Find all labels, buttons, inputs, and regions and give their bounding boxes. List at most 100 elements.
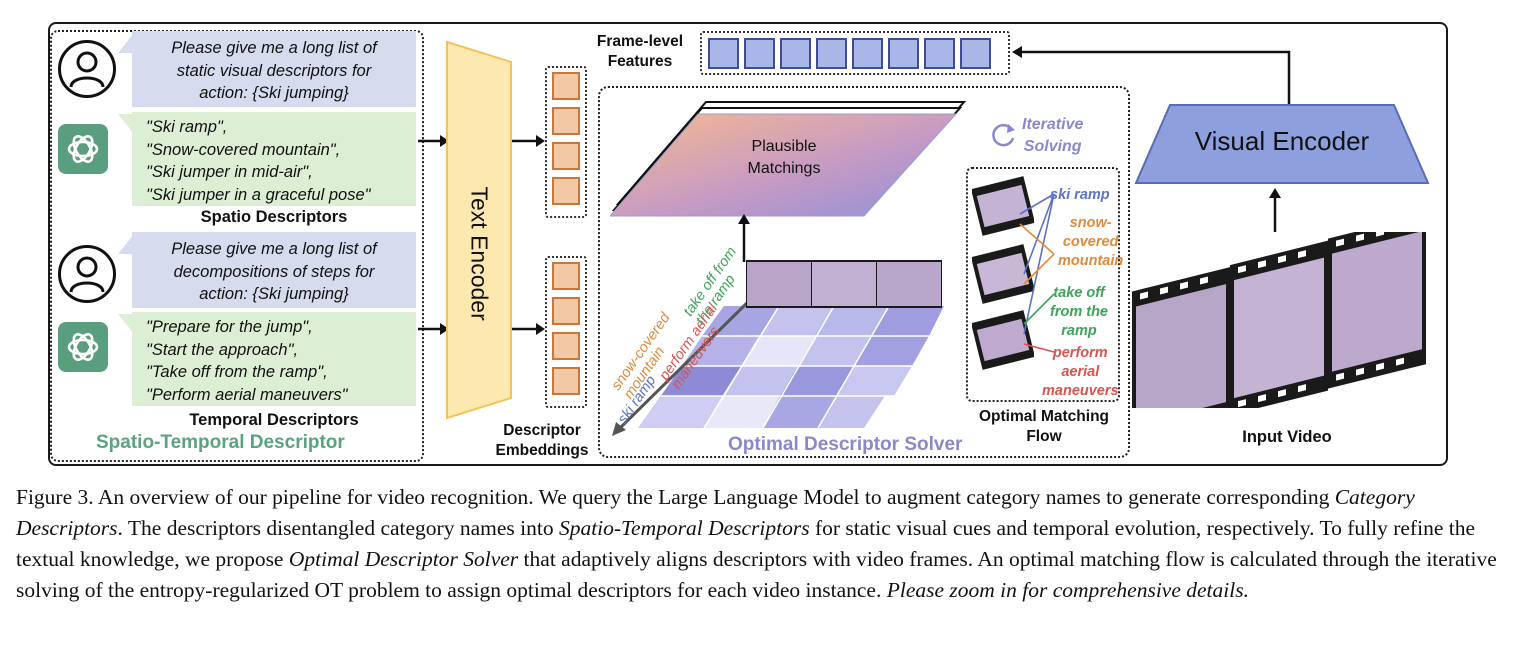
feature-cell	[924, 37, 955, 69]
spatio-embedding-column	[545, 66, 587, 218]
embedding-cell	[552, 297, 580, 325]
matching-label-line: snow-	[1069, 215, 1112, 231]
matching-label-line: perform	[1052, 345, 1108, 361]
temporal-response-line: "Perform aerial maneuvers"	[146, 385, 348, 404]
optimal-matching-flow-label: Optimal Matching Flow	[962, 407, 1126, 447]
matching-flow-lines	[1019, 193, 1055, 353]
temporal-prompt-line: Please give me a long list of	[171, 240, 377, 258]
embedding-cell	[552, 367, 580, 395]
feature-cell	[780, 37, 811, 69]
embedding-cell	[552, 332, 580, 360]
spatio-response-line: "Ski jumper in mid-air",	[146, 163, 313, 181]
frame-level-line: Features	[607, 53, 673, 70]
matching-label-line: maneuvers	[1042, 383, 1119, 399]
arrow-to-embeddings	[512, 323, 545, 335]
feature-cell	[852, 37, 883, 69]
frame-level-features-label: Frame-level Features	[588, 32, 692, 72]
plausible-matchings-line: Plausible	[751, 138, 817, 155]
iterative-solving-line: Iterative	[1022, 116, 1084, 133]
spatio-prompt-bubble: Please give me a long list of static vis…	[132, 31, 416, 107]
matching-label-line: covered	[1062, 234, 1119, 250]
embedding-cell	[552, 142, 580, 170]
caption-segment: Spatio-Temporal Descriptors	[558, 516, 810, 540]
caption-segment: that adaptively aligns descriptors with …	[16, 547, 1497, 602]
embedding-cell	[552, 262, 580, 290]
matching-label-perform: perform aerial maneuvers	[1042, 344, 1119, 401]
chatgpt-logo-icon	[58, 124, 108, 174]
matching-label-line: take off	[1053, 285, 1105, 301]
arrow-grid-to-planes	[738, 214, 750, 262]
chatgpt-logo-icon	[58, 322, 108, 372]
temporal-prompt-line: action: {Ski jumping}	[199, 285, 349, 303]
iterative-solving-label: Iterative Solving	[1022, 114, 1083, 158]
embedding-cell	[552, 177, 580, 205]
matching-label-line: aerial	[1061, 364, 1100, 380]
caption-segment: Optimal Descriptor Solver	[288, 547, 519, 571]
optimal-matching-flow-box	[966, 167, 1120, 402]
spatio-descriptors-label: Spatio Descriptors	[200, 208, 348, 226]
plausible-matchings-planes	[610, 101, 967, 217]
optimal-matching-flow-line: Flow	[1026, 428, 1062, 445]
visual-encoder-trapezoid	[1134, 104, 1430, 184]
temporal-response-line: "Take off from the ramp",	[146, 363, 328, 381]
feature-cell	[744, 37, 775, 69]
plausible-matchings-label: Plausible Matchings	[724, 136, 844, 180]
user-avatar-icon	[58, 245, 116, 303]
matching-label-take-off: take off from the ramp	[1050, 284, 1108, 341]
descriptor-axis-arrow	[612, 300, 750, 436]
prompt-bubble-tail	[118, 33, 134, 53]
video-frames-strip	[746, 260, 942, 308]
temporal-prompt-bubble: Please give me a long list of decomposit…	[132, 232, 416, 308]
feature-cell	[708, 37, 739, 69]
frame-level-line: Frame-level	[596, 33, 684, 50]
optimal-descriptor-solver-label: Optimal Descriptor Solver	[728, 434, 963, 455]
plausible-matchings-line: Matchings	[747, 160, 821, 177]
embedding-cell	[552, 107, 580, 135]
temporal-response-bubble: "Prepare for the jump", "Start the appro…	[132, 312, 416, 406]
matching-label-line: ramp	[1061, 323, 1097, 339]
descriptor-embeddings-label: Descriptor Embeddings	[492, 421, 592, 461]
visual-encoder-label: Visual Encoder	[1194, 126, 1370, 156]
feature-cell	[816, 37, 847, 69]
descriptor-embeddings-line: Descriptor	[503, 422, 581, 439]
user-avatar-icon	[58, 40, 116, 98]
caption-segment: Category Descriptors	[16, 485, 1415, 540]
input-video-filmstrips	[1132, 232, 1426, 408]
caption-segment: Figure 3. An overview of our pipeline fo…	[16, 485, 1335, 509]
arrow-visual-to-features	[1012, 46, 1291, 104]
arrow-to-text-encoder	[418, 323, 449, 335]
spatio-prompt-line: Please give me a long list of	[171, 39, 377, 57]
feature-cell	[960, 37, 991, 69]
descriptor-embeddings-line: Embeddings	[495, 442, 589, 459]
caption-segment: Please zoom in for comprehensive details…	[886, 578, 1249, 602]
temporal-embedding-column	[545, 256, 587, 408]
temporal-response-line: "Prepare for the jump",	[146, 318, 313, 336]
prompt-bubble-tail	[118, 234, 134, 254]
matching-label-line: mountain	[1058, 253, 1124, 269]
input-video-label: Input Video	[1242, 428, 1332, 446]
caption-segment: for static visual cues and temporal evol…	[16, 516, 1475, 571]
temporal-descriptors-label: Temporal Descriptors	[189, 411, 359, 429]
spatio-prompt-line: action: {Ski jumping}	[199, 84, 349, 102]
iterative-cycle-icon	[992, 123, 1015, 147]
arrow-to-text-encoder	[418, 135, 449, 147]
embedding-cell	[552, 72, 580, 100]
spatio-prompt-line: static visual descriptors for	[176, 61, 372, 80]
caption-segment: . The descriptors disentangled category …	[117, 516, 559, 540]
matching-label-line: from the	[1050, 304, 1108, 320]
frame-level-features-row	[700, 31, 1010, 75]
spatio-response-line: "Snow-covered mountain",	[146, 140, 341, 159]
feature-cell	[888, 37, 919, 69]
arrow-to-embeddings	[512, 135, 545, 147]
optimal-descriptor-solver-panel	[598, 86, 1130, 458]
arrow-video-to-encoder	[1269, 188, 1281, 232]
figure-frame	[48, 22, 1448, 466]
optimal-matching-flow-line: Optimal Matching	[978, 408, 1110, 425]
spatio-temporal-descriptor-label: Spatio-Temporal Descriptor	[96, 432, 345, 453]
text-encoder-trapezoid	[446, 40, 512, 420]
temporal-prompt-line: decompositions of steps for	[173, 262, 375, 281]
matching-label-snow: snow- covered mountain	[1058, 214, 1123, 271]
iterative-solving-line: Solving	[1023, 138, 1082, 155]
figure-caption: Figure 3. An overview of our pipeline fo…	[16, 482, 1512, 606]
response-bubble-tail	[118, 314, 134, 334]
